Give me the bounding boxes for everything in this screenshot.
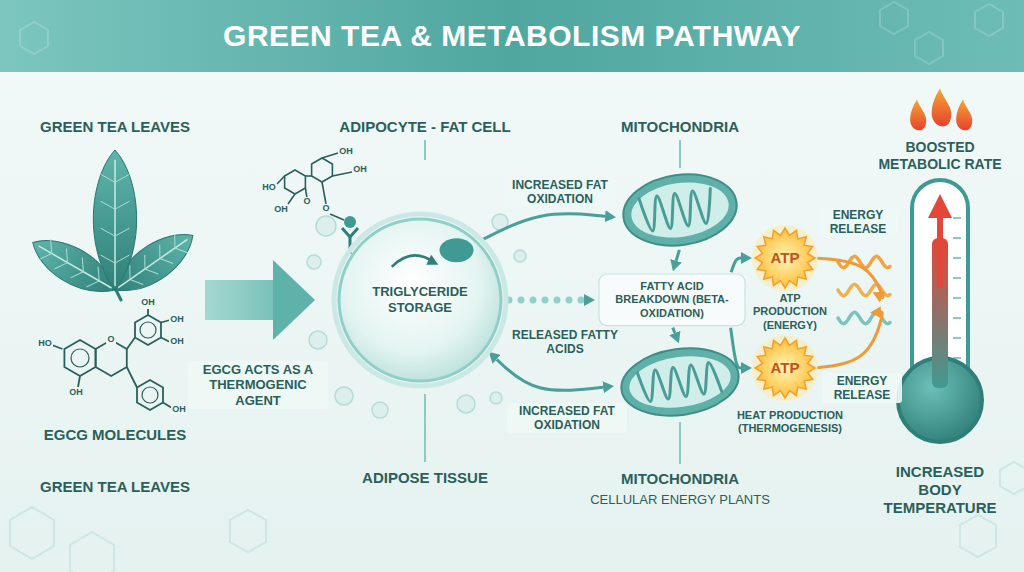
cell-membrane <box>339 219 501 381</box>
node-heading: MITOCHONDRIA <box>595 470 765 488</box>
mitochondrion: MITOCHONDRIA <box>620 172 740 248</box>
adipocyte-cell: TRIGLYCERIDE STORAGE <box>337 217 503 383</box>
process-box-ground <box>599 274 745 326</box>
atp-glow <box>752 335 818 401</box>
part-heading: ADIPOSE TISSUE <box>325 469 525 487</box>
node-heading: EGCG MOLECULES <box>15 426 215 444</box>
mitochondrion: MITOCHONDRIACELLULAR ENERGY PLANTS <box>618 346 742 418</box>
atp-starburst <box>755 228 815 288</box>
bond <box>322 182 326 204</box>
tea-leaf <box>93 150 136 290</box>
connector-arrow <box>731 258 741 272</box>
thermometer-tick <box>953 297 961 299</box>
atom-label: OH <box>352 165 368 174</box>
node-text: FATTY ACID BREAKDOWN (BETA-OXIDATION) <box>605 280 739 320</box>
atom-label: O <box>302 197 311 206</box>
atom-label: O <box>106 335 115 344</box>
mitochondrion-shape <box>620 172 740 248</box>
node-heading: INCREASED BODY TEMPERATURE <box>880 463 1000 517</box>
egcg-bound-molecule <box>277 153 352 204</box>
title-band <box>0 0 1024 72</box>
molecule-bonds <box>52 309 172 410</box>
node-text: ATP <box>760 359 810 377</box>
edge-label: ENERGY RELEASE <box>822 373 902 404</box>
bond <box>288 194 295 204</box>
bond <box>277 176 285 184</box>
atom-label: OH <box>68 388 84 397</box>
mitochondrion-body <box>619 167 742 252</box>
tea-leaves-shape <box>25 140 205 300</box>
output-label: ATP PRODUCTION (ENERGY) <box>742 292 838 332</box>
tea-leaves: GREEN TEA LEAVES <box>25 140 205 300</box>
node-heading: MITOCHONDRIA <box>595 118 765 136</box>
thermometer-tick <box>953 317 961 319</box>
thermometer-tick <box>953 337 961 339</box>
rise-arrow-head <box>928 194 952 218</box>
ring-bond <box>312 158 333 182</box>
thermometer-tick <box>953 277 961 279</box>
bond <box>332 172 352 176</box>
atom-label: OH <box>338 147 354 156</box>
atom-label: HO <box>261 183 277 192</box>
inner-arrow-head <box>426 255 438 265</box>
node-heading: CELLULAR ENERGY PLANTS <box>580 492 780 508</box>
atom-label: OH <box>169 315 185 324</box>
atom-label: OH <box>169 337 185 346</box>
thermometer-tick <box>953 237 961 239</box>
atp-burst: ATP <box>755 228 815 288</box>
atom-label: HO <box>37 339 53 348</box>
thermometer: BOOSTED METABOLIC RATEINCREASED BODY TEM… <box>895 178 985 445</box>
mitochondrion-shape <box>618 346 742 418</box>
bond <box>322 153 338 158</box>
thick-arrow <box>205 280 273 320</box>
thermometer-shape <box>895 178 985 445</box>
thermometer-tick <box>953 217 961 219</box>
node-heading: GREEN TEA LEAVES <box>15 118 215 136</box>
atp-glow <box>752 225 818 291</box>
ring-bond <box>285 170 306 194</box>
node-text: ATP <box>760 249 810 267</box>
process-box: FATTY ACID BREAKDOWN (BETA-OXIDATION) <box>599 274 745 326</box>
atp-starburst <box>755 338 815 398</box>
node-heading: GREEN TEA LEAVES <box>15 478 215 496</box>
atom-label: O <box>321 204 330 213</box>
output-label: HEAT PRODUCTION (THERMOGENESIS) <box>731 409 849 435</box>
atom-label: OH <box>171 405 187 414</box>
cell-halo <box>334 214 506 386</box>
connector-arrow <box>673 328 675 333</box>
edge-label: ENERGY RELEASE <box>818 207 898 238</box>
edge-label: INCREASED FAT OXIDATION <box>505 177 615 208</box>
connector-arrow <box>676 250 679 261</box>
edge-label: INCREASED FAT OXIDATION <box>507 403 627 434</box>
atom-label: OH <box>273 205 289 214</box>
connector-arrow <box>509 297 584 304</box>
node-heading: BOOSTED METABOLIC RATE <box>875 139 1005 173</box>
cell-nucleus <box>440 238 474 262</box>
diagram-title: GREEN TEA & METABOLISM PATHWAY <box>0 0 1024 72</box>
rise-arrow <box>937 212 943 288</box>
connector-arrow <box>480 214 605 241</box>
mitochondrion-body <box>617 341 743 423</box>
connector-arrow <box>497 359 603 390</box>
node-text: TRIGLYCERIDE STORAGE <box>355 284 485 315</box>
thermometer-tick <box>953 257 961 259</box>
atom-label: OH <box>140 298 156 307</box>
connector-arrow <box>817 312 882 368</box>
connector-arrow <box>817 258 883 297</box>
part-heading: ADIPOCYTE - FAT CELL <box>310 118 540 136</box>
flames <box>910 89 972 131</box>
inner-arrow <box>392 255 434 266</box>
ground-hexagons <box>10 462 1024 572</box>
bond <box>305 175 311 177</box>
fat-tissue-bubbles <box>295 214 526 418</box>
atp-burst: ATP <box>755 338 815 398</box>
flow-label: RELEASED FATTY ACIDS <box>510 328 620 357</box>
edge-label: EGCG ACTS AS A THERMOGENIC AGENT <box>188 361 328 410</box>
